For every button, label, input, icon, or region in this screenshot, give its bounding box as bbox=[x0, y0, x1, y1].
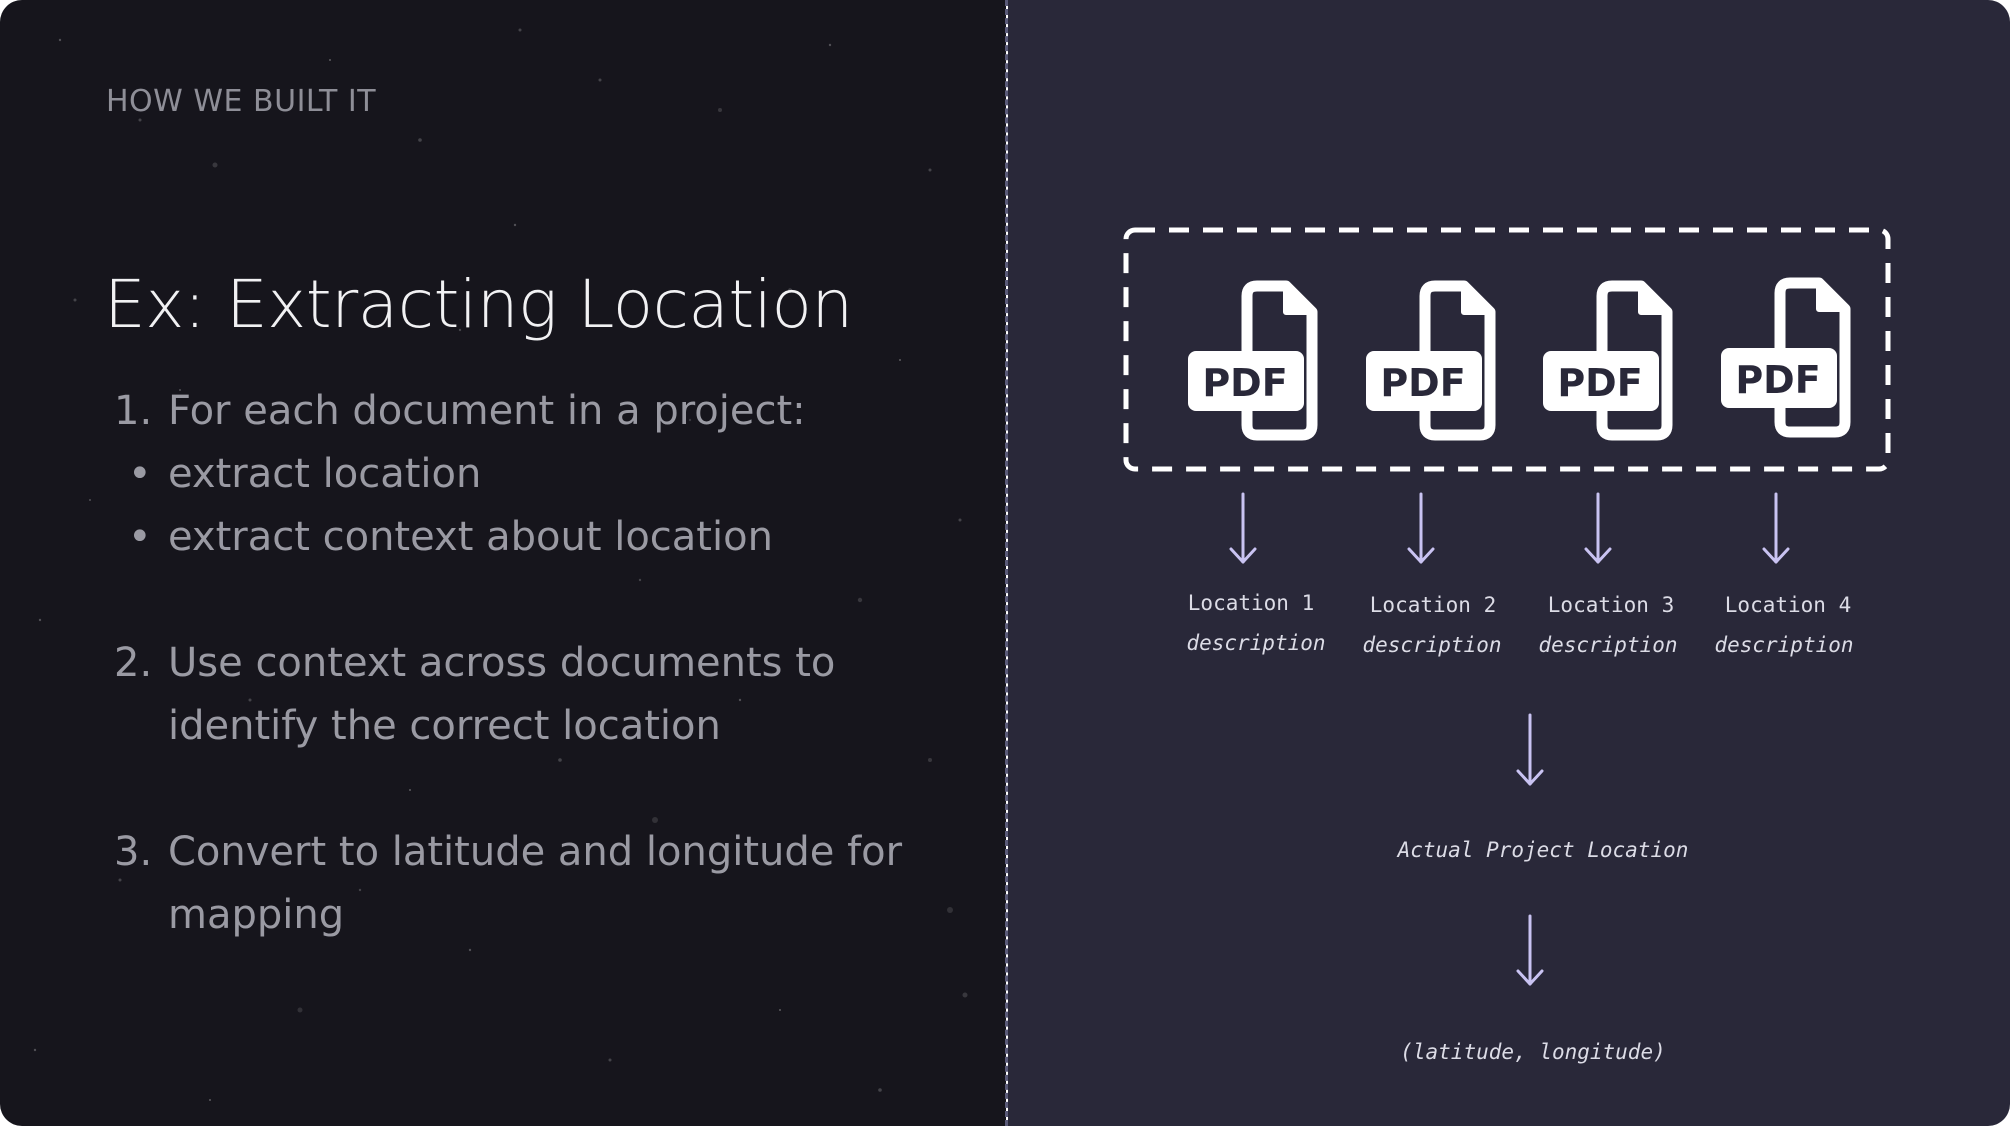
pdf-icon: PDF bbox=[1366, 286, 1490, 435]
starfield-background bbox=[33, 28, 968, 1101]
step-text-line: mapping bbox=[168, 892, 345, 938]
step-number: 2. bbox=[114, 640, 153, 686]
location-label: Location 1 bbox=[1187, 591, 1315, 615]
pdf-badge-text: PDF bbox=[1557, 361, 1642, 405]
steps-list: 1. For each document in a project: • ext… bbox=[104, 380, 964, 947]
bullet-item: • extract location bbox=[104, 443, 964, 506]
down-arrow-icon bbox=[1407, 492, 1435, 564]
panel-divider bbox=[1005, 0, 1008, 1126]
location-description: description bbox=[1362, 633, 1502, 657]
location-description: description bbox=[1538, 633, 1678, 657]
step-2: 2. Use context across documents to ident… bbox=[104, 632, 964, 758]
location-description: description bbox=[1186, 631, 1326, 655]
pdf-icon: PDF bbox=[1188, 286, 1312, 435]
step-text-line: identify the correct location bbox=[168, 703, 721, 749]
down-arrow-icon bbox=[1229, 492, 1257, 564]
pdf-badge-text: PDF bbox=[1380, 361, 1465, 405]
bullet-dot: • bbox=[128, 451, 152, 497]
step-number: 3. bbox=[114, 829, 153, 875]
step-text-line: Use context across documents to bbox=[168, 640, 836, 686]
actual-project-location: Actual Project Location bbox=[1397, 838, 1689, 862]
step-text-line: Convert to latitude and longitude for bbox=[168, 829, 903, 875]
step-1: 1. For each document in a project: bbox=[104, 380, 964, 443]
pdf-icon: PDF bbox=[1721, 283, 1845, 432]
pdf-badge-text: PDF bbox=[1735, 358, 1820, 402]
step-number: 1. bbox=[114, 388, 153, 434]
location-label: Location 4 bbox=[1724, 593, 1852, 617]
step-3: 3. Convert to latitude and longitude for… bbox=[104, 821, 964, 947]
location-label: Location 3 bbox=[1547, 593, 1675, 617]
down-arrow-icon bbox=[1584, 492, 1612, 564]
section-label: HOW WE BUILT IT bbox=[106, 84, 377, 119]
bullet-dot: • bbox=[128, 514, 152, 560]
documents-group-box bbox=[1123, 227, 1891, 472]
pdf-icon: PDF bbox=[1543, 286, 1667, 435]
location-label: Location 2 bbox=[1369, 593, 1497, 617]
down-arrow-icon bbox=[1516, 914, 1544, 986]
right-panel bbox=[1008, 0, 2010, 1126]
bullet-text: extract context about location bbox=[168, 514, 773, 560]
down-arrow-icon bbox=[1516, 713, 1544, 786]
pdf-badge-text: PDF bbox=[1202, 361, 1287, 405]
step-text: For each document in a project: bbox=[168, 388, 806, 434]
down-arrow-icon bbox=[1762, 492, 1790, 564]
bullet-item: • extract context about location bbox=[104, 506, 964, 569]
slide-title: Ex: Extracting Location bbox=[104, 266, 853, 343]
coordinates-output: (latitude, longitude) bbox=[1400, 1040, 1666, 1064]
location-description: description bbox=[1714, 633, 1854, 657]
bullet-text: extract location bbox=[168, 451, 482, 497]
left-panel: HOW WE BUILT IT Ex: Extracting Location … bbox=[0, 0, 1006, 1126]
